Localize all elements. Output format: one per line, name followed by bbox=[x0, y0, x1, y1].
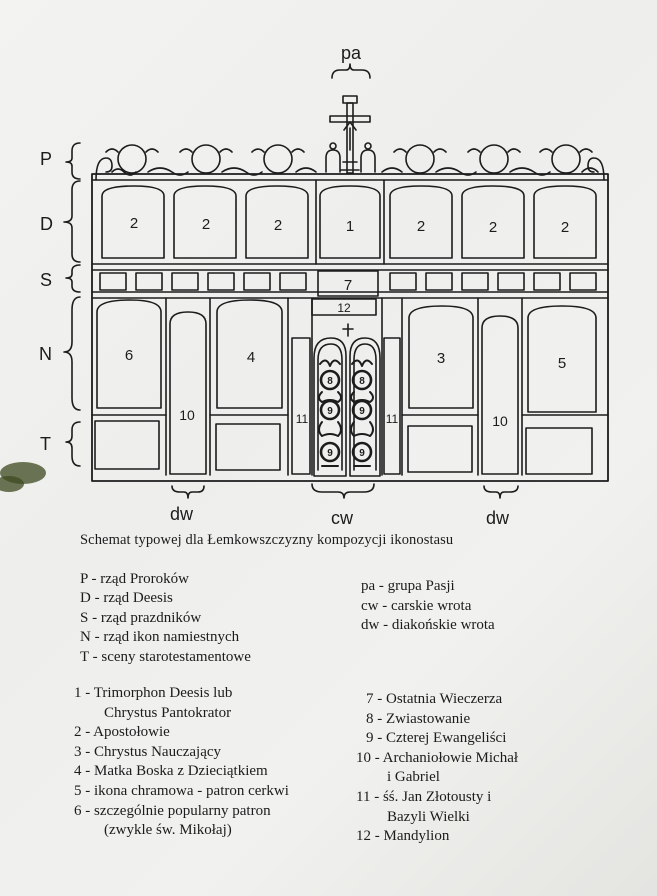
deesis-number: 1 bbox=[346, 218, 354, 235]
legend-item: 8 - Zwiastowanie bbox=[366, 710, 471, 727]
deacon-door-left bbox=[169, 311, 207, 475]
feast-number: 7 bbox=[344, 277, 352, 294]
mandylion-number: 12 bbox=[337, 301, 351, 315]
bracket-dw-left bbox=[171, 485, 205, 499]
legend-item: 1 - Trimorphon Deesis lub bbox=[74, 685, 233, 701]
bracket-cw bbox=[311, 483, 375, 499]
deesis-panel-2 bbox=[173, 185, 237, 259]
panel-number-left-inner: 4 bbox=[247, 349, 255, 366]
small-panel-left bbox=[291, 337, 311, 475]
legend-item: (zwykle św. Mikołaj) bbox=[104, 822, 232, 839]
panel-number-right-inner: 3 bbox=[437, 350, 445, 367]
ot-panel-2 bbox=[215, 423, 281, 471]
door-mark: 9 bbox=[327, 448, 333, 459]
iconostasis-frame bbox=[91, 173, 609, 482]
legend-item: T - sceny starotestamentowe bbox=[80, 648, 251, 665]
icon-panel-right-outer bbox=[527, 305, 597, 413]
prophets-row-crest bbox=[95, 142, 605, 181]
top-label-pa: pa bbox=[341, 43, 362, 63]
deesis-number: 2 bbox=[489, 219, 497, 236]
bottom-label-dw-right: dw bbox=[486, 508, 510, 528]
icon-panel-left-outer bbox=[96, 299, 162, 409]
legend-gates: pa - grupa Pasji cw - carskie wrota dw -… bbox=[361, 577, 495, 636]
deesis-panel-4 bbox=[319, 185, 381, 259]
diagram-caption: Schemat typowej dla Łemkowszczyzny kompo… bbox=[80, 532, 454, 548]
row-label-t: T bbox=[40, 434, 51, 454]
door-mark: 8 bbox=[359, 376, 365, 387]
legend-item: dw - diakońskie wrota bbox=[361, 617, 495, 634]
deesis-number: 2 bbox=[561, 219, 569, 236]
bottom-label-cw: cw bbox=[331, 508, 354, 528]
deesis-number: 2 bbox=[417, 218, 425, 235]
ot-panel-1 bbox=[94, 420, 160, 470]
legend-item: cw - carskie wrota bbox=[361, 597, 472, 614]
bottom-label-dw-left: dw bbox=[170, 504, 194, 524]
deacon-door-right bbox=[481, 315, 519, 475]
legend-item: Chrystus Pantokrator bbox=[104, 704, 232, 721]
row-label-d: D bbox=[40, 214, 53, 234]
feast-row bbox=[99, 270, 597, 297]
icon-panel-right-inner bbox=[408, 305, 474, 409]
royal-doors bbox=[313, 323, 381, 477]
deesis-panel-1 bbox=[101, 185, 165, 259]
bracket-pa bbox=[331, 63, 371, 79]
bracket-d bbox=[63, 180, 81, 263]
legend-numbers-left: 1 - Trimorphon Deesis lub Chrystus Panto… bbox=[74, 684, 289, 841]
legend-item: 3 - Chrystus Nauczający bbox=[74, 743, 222, 760]
row-label-p: P bbox=[40, 149, 52, 169]
bracket-s bbox=[65, 264, 81, 293]
legend-numbers-right: 7 - Ostatnia Wieczerza 8 - Zwiastowanie … bbox=[356, 690, 518, 847]
door-mark: 9 bbox=[327, 406, 333, 417]
row-label-n: N bbox=[39, 344, 52, 364]
panel-number-right-small: 11 bbox=[386, 412, 399, 426]
legend-item: 12 - Mandylion bbox=[356, 828, 450, 845]
panel-number-left-outer: 6 bbox=[125, 347, 133, 364]
icon-panel-left-inner bbox=[216, 299, 283, 409]
deesis-number: 2 bbox=[202, 216, 210, 233]
deesis-panel-3 bbox=[245, 185, 309, 259]
legend-item: 4 - Matka Boska z Dzieciątkiem bbox=[74, 763, 268, 780]
bracket-n bbox=[63, 296, 81, 411]
legend-rows: P - rząd Proroków D - rząd Deesis S - rz… bbox=[80, 570, 251, 667]
deesis-panel-5 bbox=[389, 185, 453, 259]
door-mark: 8 bbox=[327, 376, 333, 387]
bracket-p bbox=[65, 142, 81, 180]
deesis-panel-6 bbox=[461, 185, 525, 259]
door-mark: 9 bbox=[359, 448, 365, 459]
panel-number-right-deacon: 10 bbox=[492, 413, 508, 429]
bracket-dw-right bbox=[483, 485, 519, 499]
legend-item: 5 - ikona chramowa - patron cerkwi bbox=[74, 782, 289, 799]
small-panel-right bbox=[383, 337, 401, 475]
row-label-s: S bbox=[40, 270, 52, 290]
legend-item: pa - grupa Pasji bbox=[361, 578, 455, 594]
deesis-panel-7 bbox=[533, 185, 597, 259]
legend-item: 9 - Czterej Ewangeliści bbox=[366, 730, 507, 747]
bracket-t bbox=[65, 421, 81, 467]
legend-item: i Gabriel bbox=[387, 769, 440, 786]
ot-panel-4 bbox=[525, 427, 593, 475]
deesis-number: 2 bbox=[274, 217, 282, 234]
legend-item: 6 - szczególnie popularny patron bbox=[74, 802, 271, 819]
legend-item: 7 - Ostatnia Wieczerza bbox=[366, 691, 503, 707]
stain-mark bbox=[0, 476, 24, 492]
passion-cross bbox=[329, 95, 371, 174]
legend-item: N - rząd ikon namiestnych bbox=[80, 629, 240, 646]
door-mark: 9 bbox=[359, 406, 365, 417]
legend-item: D - rząd Deesis bbox=[80, 590, 173, 607]
legend-item: P - rząd Proroków bbox=[80, 571, 190, 587]
legend-item: 11 - śś. Jan Złotousty i bbox=[356, 788, 492, 805]
ot-panel-3 bbox=[407, 425, 473, 473]
legend-item: 10 - Archaniołowie Michał bbox=[356, 749, 519, 766]
panel-number-left-small: 11 bbox=[296, 412, 309, 426]
panel-number-left-deacon: 10 bbox=[179, 407, 195, 423]
legend-item: Bazyli Wielki bbox=[387, 808, 470, 825]
iconostasis-diagram: P D S N T pa dw cw dw 2 2 2 1 2 2 2 7 12… bbox=[39, 43, 609, 528]
deesis-number: 2 bbox=[130, 215, 138, 232]
panel-number-right-outer: 5 bbox=[558, 355, 566, 372]
legend-item: S - rząd prazdników bbox=[80, 609, 202, 626]
legend-item: 2 - Apostołowie bbox=[74, 724, 170, 741]
